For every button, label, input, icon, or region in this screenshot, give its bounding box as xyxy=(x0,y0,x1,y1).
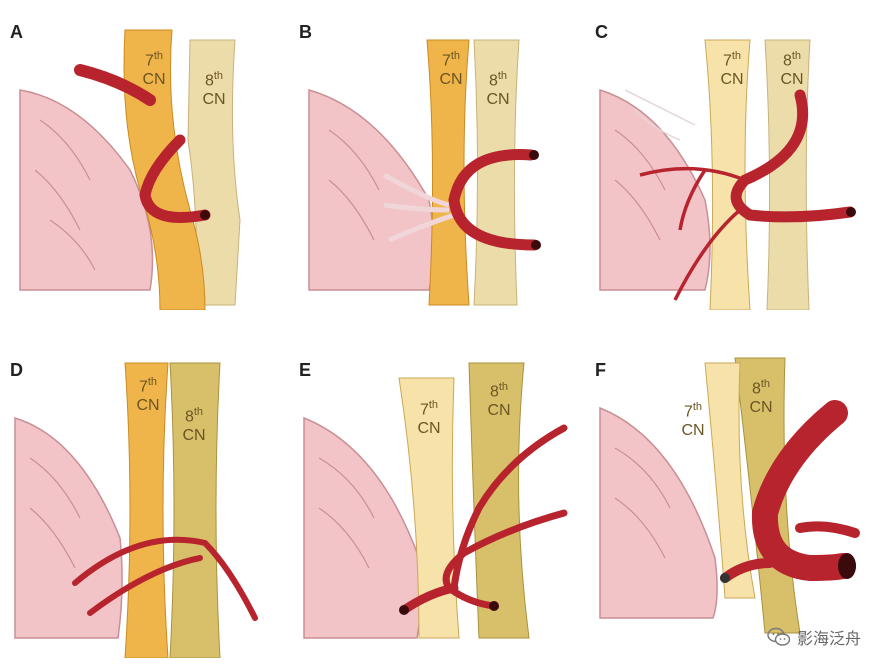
vessel-branch-2 xyxy=(795,521,860,538)
panel-b-illustration xyxy=(308,39,541,306)
panel-letter: B xyxy=(299,22,312,42)
vessel-end xyxy=(200,210,210,220)
panel-f-illustration xyxy=(599,357,860,634)
perforators xyxy=(382,172,455,243)
vessel-end xyxy=(399,605,409,615)
brainstem-folds xyxy=(614,129,666,241)
panel-letter: F xyxy=(595,360,606,380)
panel-a-illustration xyxy=(19,29,241,310)
vessel-loop xyxy=(139,134,211,223)
panel-letter: A xyxy=(10,22,23,42)
vessel-megadolicho xyxy=(751,400,856,582)
panel-letter: E xyxy=(299,360,312,380)
brainstem-folds xyxy=(614,447,671,559)
vessel-lower xyxy=(87,555,203,616)
nerve-8 xyxy=(187,39,241,306)
brainstem-folds xyxy=(34,119,96,271)
nerve-7 xyxy=(426,39,470,306)
brainstem xyxy=(599,406,718,619)
vessel-end xyxy=(531,240,541,250)
vessel-end xyxy=(838,553,856,579)
watermark: 影海泛舟 xyxy=(767,625,861,649)
vessel-branch-1 xyxy=(450,424,568,592)
nerve-8 xyxy=(169,362,221,658)
watermark-text: 影海泛舟 xyxy=(796,631,861,648)
vessel-aica xyxy=(74,64,156,106)
vessel-loop xyxy=(730,89,856,223)
vessel-end xyxy=(489,601,499,611)
panel-letter: C xyxy=(595,22,608,42)
wechat-icon xyxy=(767,627,791,647)
vessel-branches xyxy=(639,166,746,301)
brainstem-folds xyxy=(318,457,375,569)
panel-d-illustration xyxy=(14,362,258,658)
vessel-end xyxy=(529,150,539,160)
vessel-upper xyxy=(72,536,258,621)
vessel-end xyxy=(720,573,730,583)
brainstem xyxy=(19,89,154,291)
brainstem-folds xyxy=(29,457,81,569)
panel-letter: D xyxy=(10,360,23,380)
small-branches xyxy=(624,89,696,141)
vessel-branch-2 xyxy=(442,509,568,610)
nerve-7 xyxy=(704,362,756,599)
vessel-loop xyxy=(448,149,540,251)
brainstem xyxy=(14,416,123,639)
brainstem-folds xyxy=(328,129,380,241)
panel-c-illustration xyxy=(599,39,856,310)
vessel-end xyxy=(846,207,856,217)
panel-e-illustration xyxy=(303,362,568,639)
nerve-8 xyxy=(468,362,530,639)
